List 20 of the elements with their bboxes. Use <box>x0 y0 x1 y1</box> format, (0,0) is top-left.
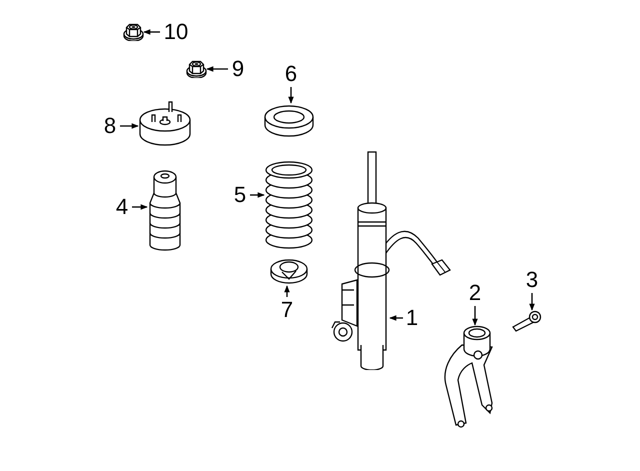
callout-number: 3 <box>526 269 538 291</box>
callout-number: 9 <box>232 58 244 80</box>
leader-arrow <box>120 123 139 129</box>
leader-arrow <box>288 87 294 104</box>
callout-number: 8 <box>104 115 116 137</box>
leader-arrow <box>250 192 265 198</box>
callout-number: 10 <box>164 21 188 43</box>
callout-number: 2 <box>468 282 482 304</box>
leader-arrow <box>389 315 403 321</box>
callout-number: 7 <box>280 299 294 321</box>
callout-number: 4 <box>116 196 128 218</box>
callout-number: 6 <box>284 63 298 85</box>
leader-arrow <box>472 306 478 326</box>
leader-arrow <box>143 29 160 35</box>
callout-number: 5 <box>234 184 246 206</box>
leader-arrow <box>284 285 290 297</box>
leader-arrow <box>132 204 148 210</box>
callout-number: 1 <box>406 307 418 329</box>
leader-arrow <box>529 293 535 311</box>
leader-arrow <box>206 66 228 72</box>
